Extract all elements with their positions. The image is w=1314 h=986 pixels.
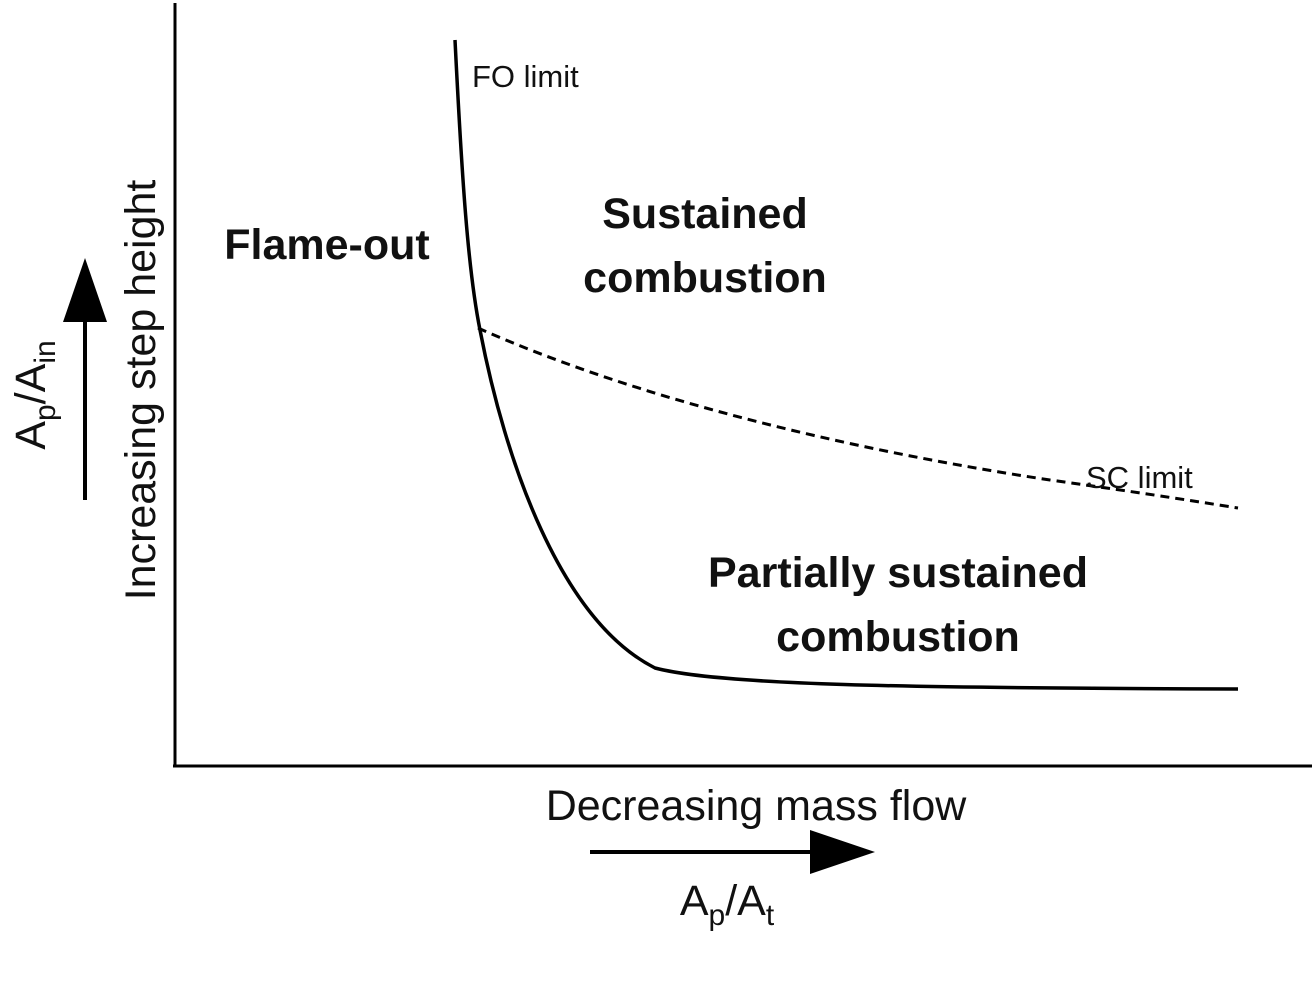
x-axis-label: Decreasing mass flow xyxy=(546,782,968,830)
partial-label-line1: Partially sustained xyxy=(708,549,1088,597)
sustained-label-line2: combustion xyxy=(583,254,827,302)
fo-limit-label: FO limit xyxy=(472,59,579,94)
x-arrow-head-icon xyxy=(810,830,875,874)
sc-limit-label: SC limit xyxy=(1086,460,1193,495)
sc-limit-curve xyxy=(477,326,1239,510)
partial-label-line2: combustion xyxy=(776,613,1020,661)
y-arrow-head-icon xyxy=(63,258,107,322)
sustained-label-line1: Sustained xyxy=(602,190,808,238)
fo-limit-curve xyxy=(453,39,1239,691)
x-ratio-label: Ap/At xyxy=(680,877,775,932)
y-ratio-label: Ap/Ain xyxy=(7,340,62,449)
flame-out-label: Flame-out xyxy=(224,221,429,269)
y-axis-label: Increasing step height xyxy=(117,180,165,601)
